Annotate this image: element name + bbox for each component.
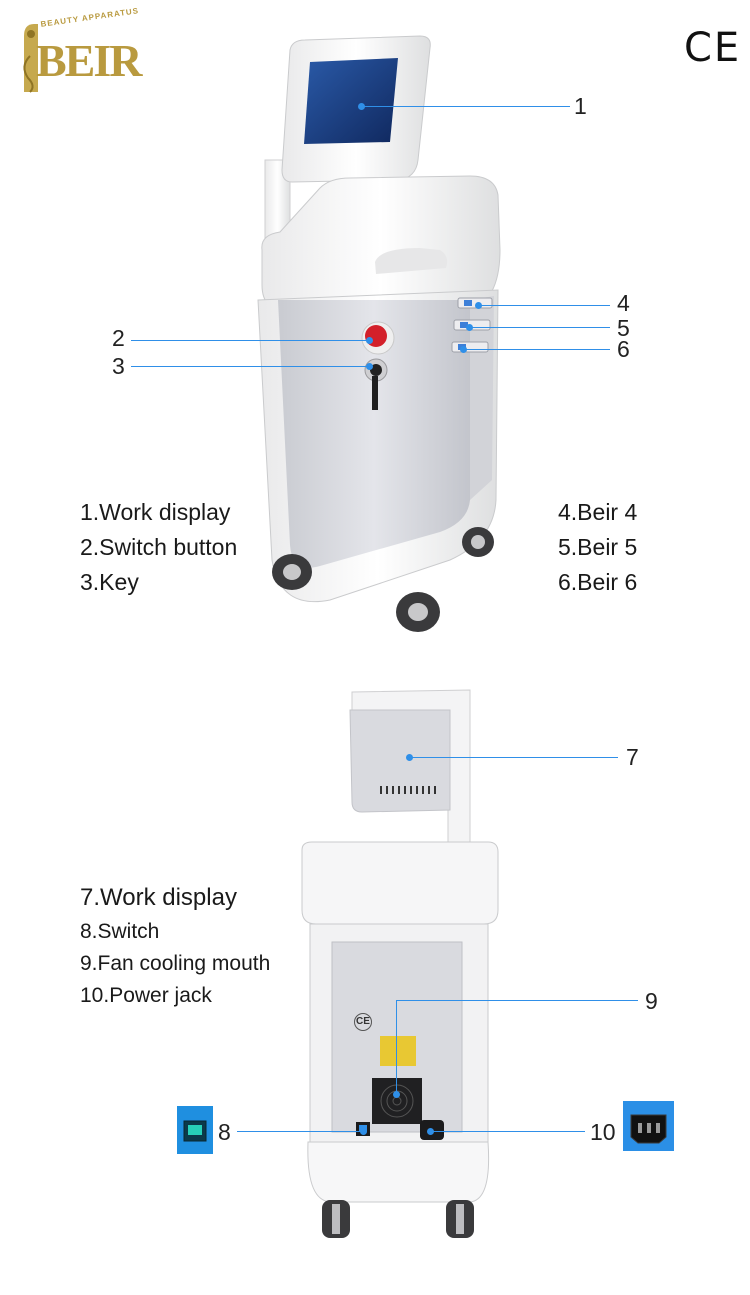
- callout-line-9-vertical: [396, 1000, 397, 1093]
- callout-dot-9: [393, 1091, 400, 1098]
- device-ce-mark: CE: [354, 1013, 372, 1031]
- callout-dot-7: [406, 754, 413, 761]
- callout-number-6: 6: [617, 336, 630, 362]
- callout-number-1: 1: [574, 93, 587, 119]
- back-view-device: [301, 689, 499, 1238]
- callout-line-6: [465, 349, 610, 350]
- legend-item-work-display: 1.Work display: [80, 499, 231, 525]
- callout-number-8: 8: [218, 1119, 231, 1145]
- legend-item-switch: 8.Switch: [80, 920, 160, 944]
- callout-dot-4: [475, 302, 482, 309]
- callout-line-3: [131, 366, 369, 367]
- power-socket-icon: [630, 1114, 667, 1144]
- callout-dot-6: [460, 346, 467, 353]
- callout-dot-2: [366, 337, 373, 344]
- back-legend: 7.Work display 8.Switch 9.Fan cooling mo…: [80, 880, 270, 1012]
- legend-item-work-display-back: 7.Work display: [80, 884, 237, 911]
- callout-dot-1: [358, 103, 365, 110]
- front-legend-left: 1.Work display 2.Switch button 3.Key: [80, 495, 237, 600]
- callout-dot-3: [366, 363, 373, 370]
- callout-number-5: 5: [617, 315, 630, 341]
- callout-dot-5: [466, 324, 473, 331]
- power-jack-inset-image: [623, 1101, 674, 1151]
- legend-item-switch-button: 2.Switch button: [80, 533, 238, 560]
- callout-line-5: [471, 327, 610, 328]
- callout-number-2: 2: [112, 325, 125, 351]
- callout-line-9: [396, 1000, 638, 1001]
- callout-line-4: [480, 305, 610, 306]
- callout-line-8: [237, 1131, 363, 1132]
- brand-logo: BEAUTY APPARATUS BEIR: [16, 6, 142, 96]
- switch-inset-image: [177, 1106, 213, 1154]
- legend-item-key: 3.Key: [80, 568, 139, 595]
- callout-number-10: 10: [590, 1119, 616, 1145]
- callout-number-4: 4: [617, 290, 630, 316]
- callout-number-9: 9: [645, 988, 658, 1014]
- logo-wordmark: BEIR: [36, 35, 142, 86]
- callout-number-3: 3: [112, 353, 125, 379]
- legend-item-beir-4: 4.Beir 4: [558, 499, 638, 525]
- callout-dot-8: [360, 1128, 367, 1135]
- rocker-switch-icon: [183, 1120, 207, 1142]
- ce-mark: CE: [684, 25, 742, 71]
- front-legend-right: 4.Beir 4 5.Beir 5 6.Beir 6: [558, 495, 637, 600]
- callout-line-1: [362, 106, 570, 107]
- callout-line-10: [431, 1131, 585, 1132]
- legend-item-power-jack: 10.Power jack: [80, 984, 212, 1008]
- legend-item-beir-5: 5.Beir 5: [558, 533, 638, 560]
- callout-dot-10: [427, 1128, 434, 1135]
- logo-emblem-icon: [23, 24, 38, 93]
- legend-item-fan-cooling-mouth: 9.Fan cooling mouth: [80, 952, 271, 976]
- callout-line-2: [131, 340, 369, 341]
- legend-item-beir-6: 6.Beir 6: [558, 568, 638, 595]
- callout-number-7: 7: [626, 744, 639, 770]
- callout-line-7: [410, 757, 618, 758]
